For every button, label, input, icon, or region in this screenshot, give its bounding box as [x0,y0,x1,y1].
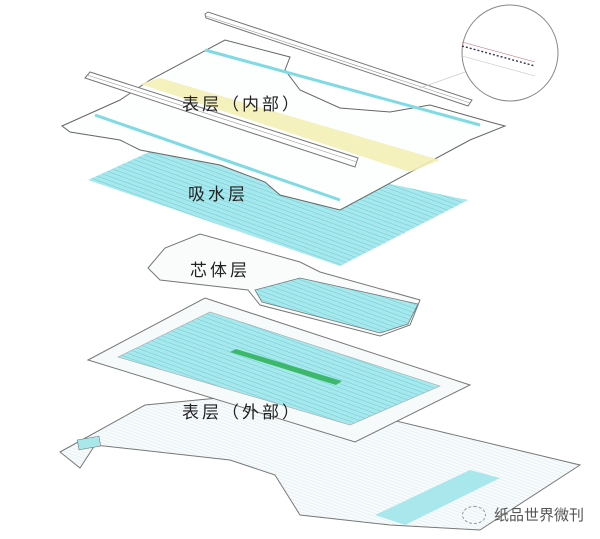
outer-top-layer [86,297,472,443]
label-absorbent: 吸水层 [188,185,248,205]
inner-top-layer [61,39,507,211]
label-top-outer: 表层（外部） [182,403,302,423]
core-layer [147,233,421,337]
watermark-text: 纸品世界微刊 [494,506,585,524]
label-core: 芯体层 [190,261,250,281]
elastic-strand-rear [204,11,473,107]
elastic-strand-front [84,71,359,168]
label-top-inner: 表层（内部） [182,95,302,115]
watermark: 纸品世界微刊 [462,504,584,525]
magnifier-detail [419,4,559,102]
fastening-tab [375,470,500,525]
wechat-icon [462,505,486,524]
absorbent-layer [88,140,468,266]
wetness-indicator [230,349,342,385]
